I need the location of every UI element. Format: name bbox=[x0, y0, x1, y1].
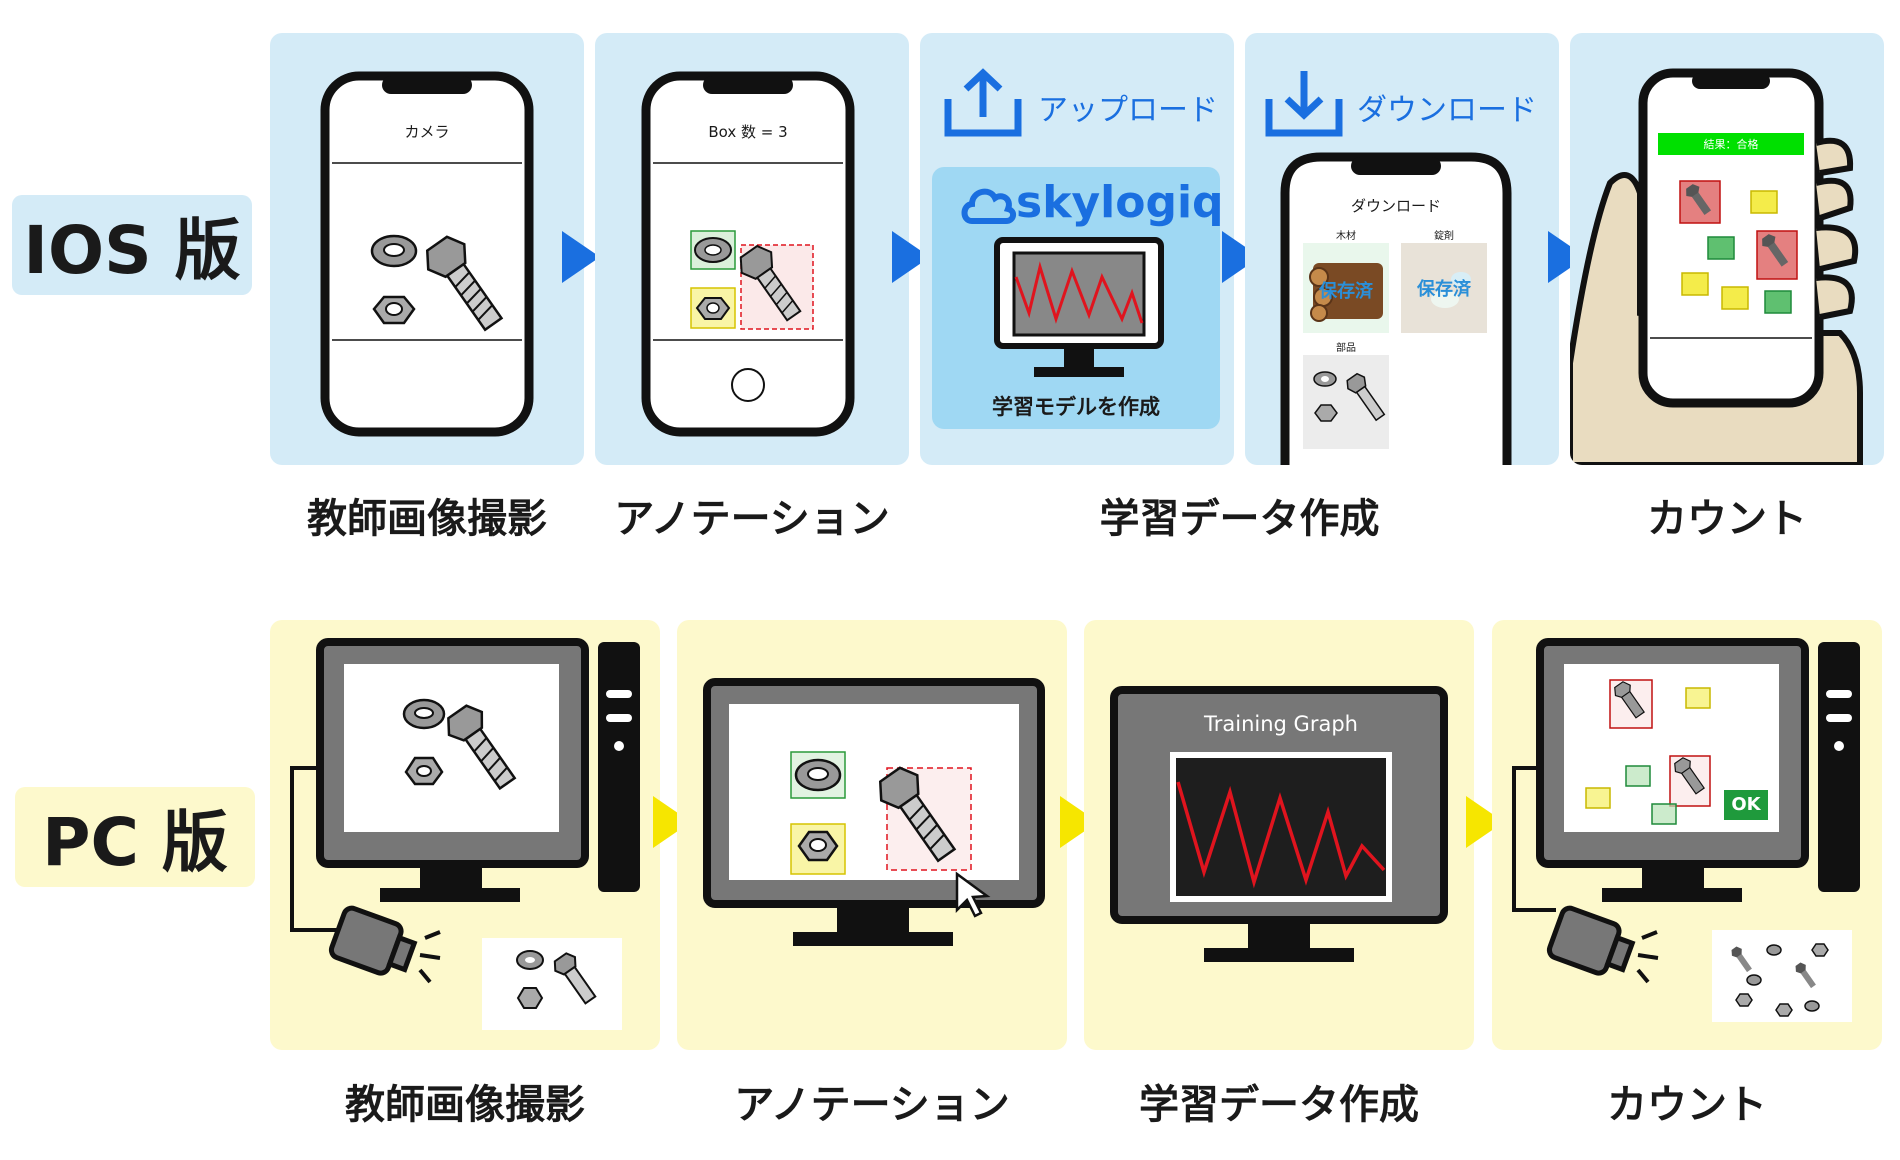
ok-badge: OK bbox=[1731, 794, 1761, 815]
pc-annotate-illustration bbox=[703, 678, 1045, 946]
mouse-cursor-icon bbox=[955, 871, 991, 918]
ios-step-capture: 教師画像撮影 bbox=[307, 496, 547, 542]
download-item-parts[interactable] bbox=[1303, 355, 1389, 449]
download-label: ダウンロード bbox=[1357, 93, 1537, 128]
phone-frame-home bbox=[641, 71, 855, 437]
count-result-label: 結果：合格 bbox=[1703, 138, 1759, 151]
download-item-pills-name: 錠剤 bbox=[1434, 231, 1454, 242]
ios-badge: IOS 版 bbox=[12, 195, 252, 295]
ios-badge-label: IOS 版 bbox=[23, 212, 241, 289]
pc-annotate-panel bbox=[677, 620, 1067, 1050]
pc-badge-label: PC 版 bbox=[42, 804, 228, 881]
pc-arrow-3 bbox=[1466, 796, 1506, 852]
phone-frame bbox=[320, 71, 534, 437]
ios-arrow-1 bbox=[562, 231, 602, 287]
pc-arrow-2 bbox=[1060, 796, 1100, 852]
pc-step-count: カウント bbox=[1607, 1082, 1767, 1128]
ios-arrow-3 bbox=[1222, 231, 1262, 287]
upload-label: アップロード bbox=[1038, 93, 1218, 128]
wood-logs-icon bbox=[1309, 263, 1383, 322]
pc-badge: PC 版 bbox=[15, 787, 255, 887]
ios-capture-panel: カメラ bbox=[270, 33, 584, 465]
pc-count-illustration bbox=[1512, 638, 1860, 1022]
download-item-parts-name: 部品 bbox=[1336, 343, 1356, 354]
bolt-icon bbox=[425, 235, 504, 332]
cloud-caption: 学習モデルを作成 bbox=[992, 395, 1160, 419]
phone-download-title: ダウンロード bbox=[1350, 197, 1441, 215]
download-icon bbox=[1265, 71, 1343, 137]
ios-annotate-panel: Box 数 = 3 bbox=[595, 33, 909, 465]
pc-arrow-1 bbox=[653, 796, 693, 852]
phone-camera: カメラ bbox=[320, 71, 534, 437]
ios-step-train: 学習データ作成 bbox=[1099, 496, 1380, 542]
ios-download-panel: ダウンロード ダウンロード 木材 保存済 錠剤 保存済 bbox=[1245, 33, 1559, 465]
pc-capture-illustration bbox=[290, 638, 640, 1030]
parts-icon bbox=[1313, 371, 1386, 422]
pc-step-train: 学習データ作成 bbox=[1139, 1082, 1419, 1128]
nut-icon bbox=[372, 295, 416, 325]
pc-step-annotate: アノテーション bbox=[734, 1082, 1010, 1128]
phone-camera-title: カメラ bbox=[404, 123, 450, 141]
cloud-card: skylogiq 学習モデルを作成 bbox=[932, 167, 1224, 429]
ios-count-panel: 結果：合格 bbox=[1570, 33, 1884, 465]
pc-step-capture: 教師画像撮影 bbox=[345, 1082, 585, 1128]
phone-download: ダウンロード 木材 保存済 錠剤 保存済 部品 bbox=[1280, 152, 1512, 465]
pc-train-panel: Training Graph bbox=[1084, 620, 1474, 1050]
training-graph-title: Training Graph bbox=[1204, 712, 1358, 736]
download-item-pills[interactable]: 保存済 bbox=[1401, 243, 1487, 333]
cloud-icon bbox=[961, 188, 1016, 224]
download-item-pills-status: 保存済 bbox=[1417, 279, 1471, 300]
pills-icon bbox=[1431, 272, 1471, 308]
pc-count-panel: OK bbox=[1492, 620, 1882, 1050]
download-item-wood[interactable]: 保存済 bbox=[1303, 243, 1389, 333]
hand-holding-phone bbox=[1570, 68, 1863, 465]
pc-capture-panel bbox=[270, 620, 660, 1050]
pc-train-illustration bbox=[1110, 686, 1448, 962]
ios-step-annotate: アノテーション bbox=[614, 496, 890, 542]
cloud-monitor bbox=[994, 237, 1164, 377]
ios-arrow-4 bbox=[1548, 231, 1588, 287]
ios-upload-panel: アップロード skylogiq 学習モデルを作成 bbox=[920, 33, 1234, 465]
phone-annotate: Box 数 = 3 bbox=[641, 71, 855, 437]
phone-annotate-title: Box 数 = 3 bbox=[708, 123, 788, 141]
upload-icon bbox=[944, 68, 1022, 137]
home-button-icon bbox=[731, 368, 765, 402]
washer-icon bbox=[370, 234, 418, 268]
ios-step-count: カウント bbox=[1647, 496, 1807, 542]
camera-device-icon bbox=[328, 905, 418, 976]
ios-arrow-2 bbox=[892, 231, 932, 287]
brand-logo: skylogiq bbox=[1016, 177, 1224, 228]
download-item-wood-status: 保存済 bbox=[1319, 281, 1373, 302]
download-item-wood-name: 木材 bbox=[1336, 231, 1356, 242]
